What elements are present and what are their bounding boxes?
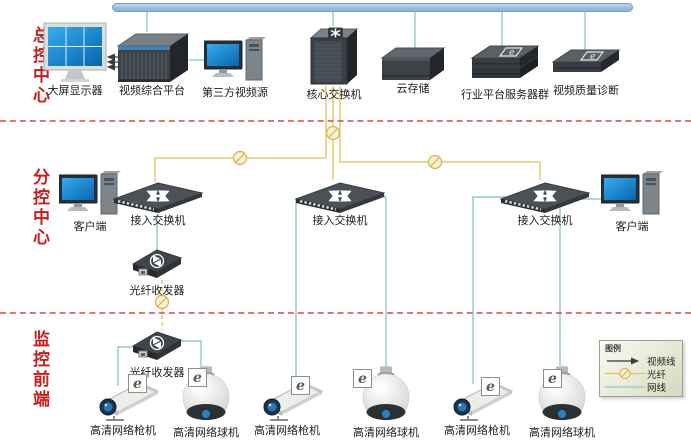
- device-dome-cam-1: 高清网络球机: [172, 364, 240, 440]
- fiber-splice-icon: [232, 150, 248, 166]
- device-dome-cam-2: 高清网络球机: [352, 364, 420, 440]
- device-access-switch-right: 接入交换机: [497, 178, 593, 228]
- e-logo-badge: e: [188, 368, 207, 387]
- fiber-splice-icon: [325, 125, 341, 141]
- device-client-right: 客户端: [597, 170, 667, 234]
- device-label: 客户端: [73, 220, 107, 233]
- device-label: 高清网络球机: [353, 426, 419, 439]
- server-icon: [551, 44, 621, 84]
- desktop-pc-icon: [601, 170, 663, 220]
- device-core-switch: 核心交换机: [302, 24, 366, 102]
- fiber-line-sample-icon: [605, 367, 645, 380]
- device-label: 高清网络枪机: [444, 424, 510, 437]
- e-logo-badge: e: [543, 369, 562, 388]
- desktop-pc-icon: [204, 36, 266, 86]
- legend-label: 视频线: [647, 356, 676, 368]
- zone-title-sub: 分控中心: [29, 168, 49, 248]
- device-cloud-storage: 云存储: [380, 44, 446, 96]
- bullet-camera-icon: [438, 374, 516, 424]
- fiber-transceiver-icon: [127, 242, 187, 284]
- device-client-left: 客户端: [55, 170, 125, 234]
- device-video-platform: 视频综合平台: [110, 30, 194, 98]
- e-logo-badge: e: [353, 369, 372, 388]
- device-label: 客户端: [615, 220, 649, 233]
- device-label: 接入交换机: [130, 214, 186, 227]
- fiber-transceiver-icon: [127, 324, 187, 366]
- device-label: 第三方视频源: [202, 86, 268, 99]
- legend: 图例 视频线 光纤 网线: [599, 340, 683, 397]
- video-line-sample-icon: [607, 356, 640, 365]
- dome-camera-icon: [528, 364, 596, 426]
- device-dome-cam-3: 高清网络球机: [528, 364, 596, 440]
- device-third-party-source: 第三方视频源: [196, 36, 274, 100]
- legend-label: 光纤: [647, 369, 667, 381]
- device-bullet-cam-2: 高清网络枪机: [248, 374, 326, 438]
- fiber-splice-icon: [427, 154, 443, 170]
- bullet-camera-icon: [84, 374, 162, 424]
- device-bullet-cam-1: 高清网络枪机: [84, 374, 162, 438]
- device-label: 核心交换机: [306, 88, 362, 101]
- device-label: 光纤收发器: [129, 284, 185, 297]
- device-label: 大屏显示器: [47, 84, 103, 97]
- device-access-switch-mid: 接入交换机: [292, 178, 388, 228]
- device-label: 高清网络枪机: [254, 424, 320, 437]
- zone-divider-bottom: [0, 312, 691, 314]
- device-label: 高清网络球机: [529, 426, 595, 439]
- zone-divider-top: [0, 120, 691, 122]
- video-platform-icon: [112, 30, 192, 84]
- access-switch-icon: [110, 178, 206, 214]
- device-label: 高清网络球机: [173, 426, 239, 439]
- core-switch-icon: [308, 24, 360, 88]
- access-switch-icon: [292, 178, 388, 214]
- device-label: 视频综合平台: [119, 84, 185, 97]
- device-label: 视频质量诊断: [553, 84, 619, 97]
- bullet-camera-icon: [248, 374, 326, 424]
- network-line-sample-icon: [605, 385, 645, 388]
- backbone-bus: [112, 3, 633, 12]
- device-fiber-transceiver-upper: 光纤收发器: [126, 242, 188, 298]
- device-video-quality-diag: 视频质量诊断: [550, 44, 622, 98]
- legend-item-ethernet: 网线: [605, 380, 678, 394]
- fiber-core-switch-left: [154, 86, 327, 182]
- device-industry-servers: 行业平台服务器群: [460, 40, 550, 102]
- device-label: 接入交换机: [517, 214, 573, 227]
- access-switch-icon: [497, 178, 593, 214]
- device-label: 高清网络枪机: [90, 424, 156, 437]
- device-label: 接入交换机: [312, 214, 368, 227]
- e-logo-badge: e: [291, 376, 310, 395]
- e-logo-badge: e: [128, 374, 147, 393]
- device-label: 行业平台服务器群: [461, 88, 549, 101]
- legend-title: 图例: [605, 344, 621, 353]
- storage-box-icon: [380, 44, 446, 82]
- legend-item-video: 视频线: [605, 354, 678, 368]
- legend-label: 网线: [647, 382, 667, 394]
- device-bullet-cam-3: 高清网络枪机: [438, 374, 516, 438]
- e-logo-badge: e: [481, 377, 500, 396]
- legend-item-fiber: 光纤: [605, 367, 678, 381]
- device-access-switch-left: 接入交换机: [110, 178, 206, 228]
- device-label: 云存储: [396, 82, 430, 95]
- monitor-wall-icon: [41, 22, 109, 84]
- zone-title-front: 监控前端: [29, 330, 49, 410]
- server-group-icon: [470, 40, 540, 88]
- device-monitor-wall: 大屏显示器: [30, 22, 120, 98]
